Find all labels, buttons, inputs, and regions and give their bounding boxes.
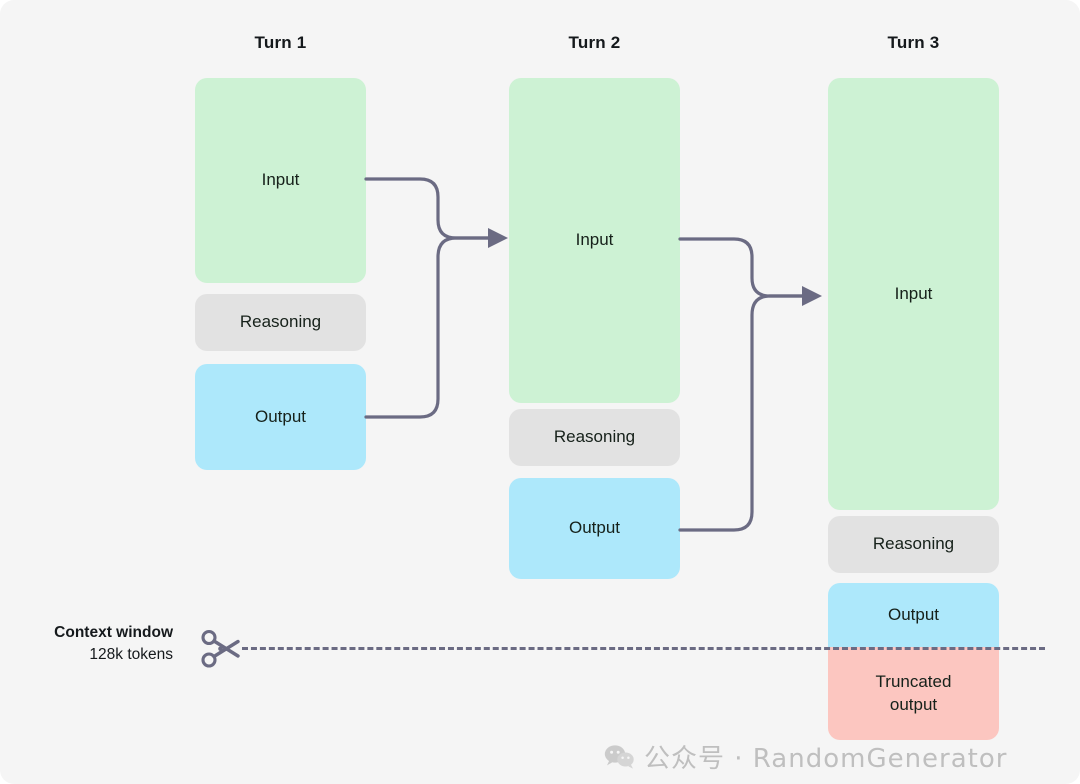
turn-label-2: Turn 2 bbox=[568, 33, 621, 52]
wechat-icon bbox=[604, 744, 634, 769]
context-window-label: Context window 128k tokens bbox=[10, 622, 173, 667]
watermark: 公众号 · RandomGenerator bbox=[604, 738, 1007, 775]
watermark-text: 公众号 · RandomGenerator bbox=[644, 744, 1008, 774]
turn1-input-box[interactable]: Input bbox=[195, 78, 366, 283]
connector-turn2-to-turn3 bbox=[678, 237, 822, 532]
turn3-input-box[interactable]: Input bbox=[828, 78, 999, 510]
connector-turn1-to-turn2 bbox=[364, 177, 508, 419]
scissors-icon bbox=[201, 629, 240, 668]
context-window-cut-line bbox=[242, 647, 1045, 650]
turn3-reasoning-box[interactable]: Reasoning bbox=[828, 516, 999, 573]
turn-label-1: Turn 1 bbox=[254, 33, 307, 52]
arrowhead-icon bbox=[802, 286, 822, 306]
turn2-reasoning-box[interactable]: Reasoning bbox=[509, 409, 680, 466]
context-window-title: Context window bbox=[54, 624, 173, 641]
turn-label-3: Turn 3 bbox=[887, 33, 940, 52]
turn1-reasoning-box[interactable]: Reasoning bbox=[195, 294, 366, 351]
turn2-input-box[interactable]: Input bbox=[509, 78, 680, 403]
turn2-output-box[interactable]: Output bbox=[509, 478, 680, 579]
turn1-output-box[interactable]: Output bbox=[195, 364, 366, 470]
arrowhead-icon bbox=[488, 228, 508, 248]
turn3-truncated-output-box[interactable]: Truncated output bbox=[828, 647, 999, 740]
turn3-output-box[interactable]: Output bbox=[828, 583, 999, 647]
context-window-subtitle: 128k tokens bbox=[89, 646, 173, 664]
